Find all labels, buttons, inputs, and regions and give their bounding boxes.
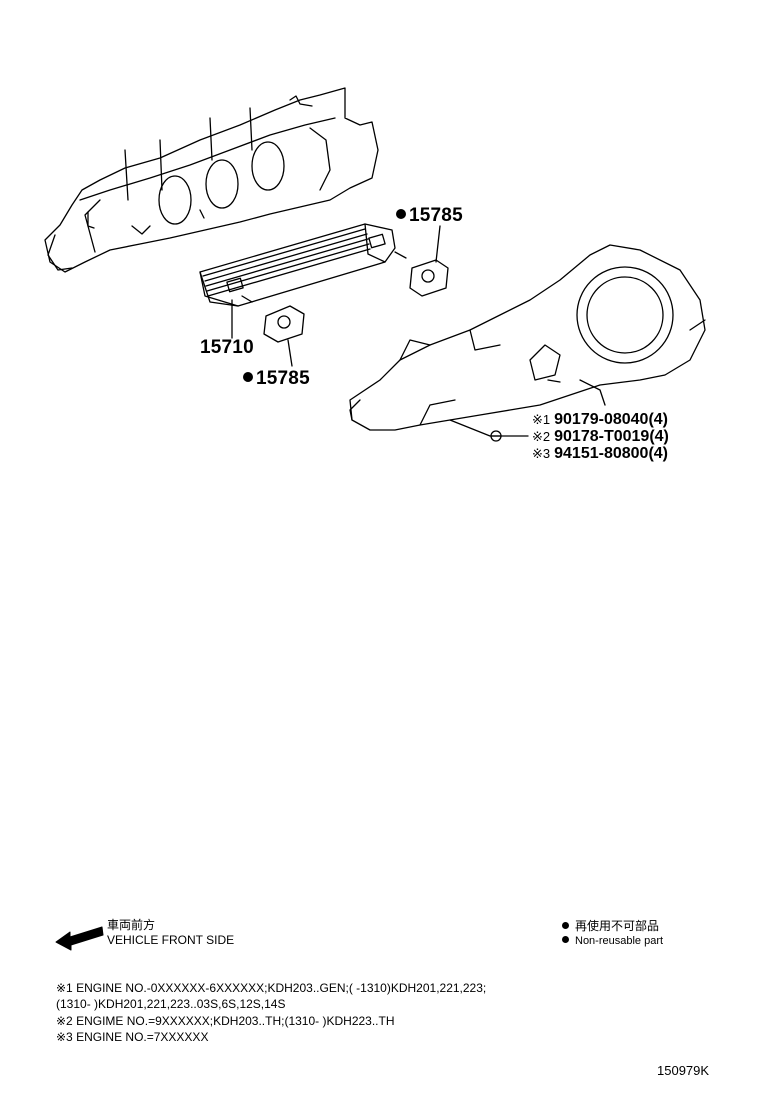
lower-gasket-illustration	[263, 305, 305, 343]
figure-code: 150979K	[657, 1063, 710, 1078]
leader-lower-gasket	[287, 339, 293, 367]
callout-lower-gasket: 15785	[243, 369, 310, 388]
non-reusable-dot-icon	[562, 936, 569, 943]
leader-bolts	[449, 419, 529, 437]
engine-note: ※2 ENGIME NO.=9XXXXXX;KDH203..TH;(1310- …	[56, 1014, 395, 1028]
vehicle-front-label-en: VEHICLE FRONT SIDE	[107, 933, 235, 947]
engine-note: ※1 ENGINE NO.-0XXXXXX-6XXXXXX;KDH203..GE…	[56, 981, 487, 995]
callout-upper-gasket: 15785	[396, 206, 463, 225]
legend-jp: 再使用不可部品	[562, 920, 659, 932]
non-reusable-dot-icon	[243, 372, 253, 382]
non-reusable-dot-icon	[562, 922, 569, 929]
upper-gasket-illustration	[409, 259, 449, 297]
vehicle-front-label-jp: 車両前方	[107, 918, 156, 932]
leader-upper-gasket	[435, 225, 441, 263]
engine-note: (1310- )KDH201,221,223..03S,6S,12S,14S	[56, 997, 286, 1011]
oil-cooler-housing-illustration	[349, 244, 706, 431]
non-reusable-dot-icon	[396, 209, 406, 219]
vehicle-front-arrow-icon	[55, 926, 104, 951]
engine-note: ※3 ENGINE NO.=7XXXXXX	[56, 1030, 209, 1044]
engine-block-illustration	[44, 87, 379, 273]
bolt-illustration	[490, 430, 502, 442]
legend-en: Non-reusable part	[562, 936, 663, 947]
callout-oil-cooler: 15710	[200, 337, 254, 358]
oil-cooler-illustration	[199, 223, 407, 307]
